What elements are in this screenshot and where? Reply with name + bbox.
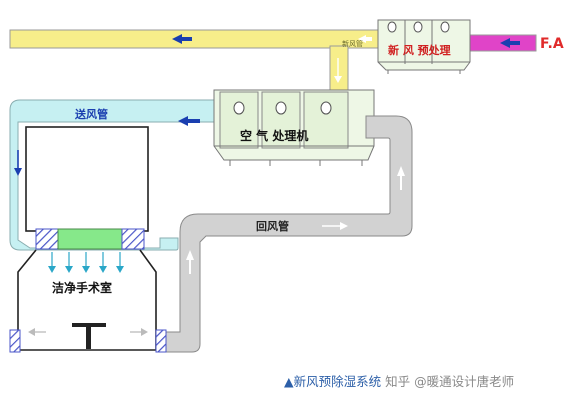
laminar-flow-arrows <box>48 252 124 273</box>
flow-arrow-up-icon <box>186 250 194 274</box>
ahu-label: 空 气 处理机 <box>240 128 308 143</box>
room-label: 洁净手术室 <box>52 280 112 295</box>
flow-arrow-left-icon <box>358 35 372 43</box>
fan-icon <box>233 101 245 115</box>
flow-arrow-down-icon <box>65 266 73 273</box>
return-grille <box>155 329 167 353</box>
supply-duct-label: 送风管 <box>74 107 108 121</box>
supply-plenum <box>14 126 149 232</box>
flow-arrow-down-icon <box>99 266 107 273</box>
fan-icon <box>413 21 423 33</box>
hepa-filter <box>35 228 145 250</box>
supply-air-duct <box>9 99 223 251</box>
operating-table-icon <box>72 323 106 327</box>
flow-arrow-left-icon <box>172 34 192 44</box>
caption: ▲新风预除湿系统 知乎 @暖通设计唐老师 <box>284 371 514 390</box>
clean-operating-room <box>9 249 167 353</box>
flow-arrow-down-icon <box>116 266 124 273</box>
fan-icon <box>275 101 287 115</box>
fresh-air-duct <box>9 29 381 95</box>
fresh-pipe-label: 新风管 <box>342 39 363 48</box>
flow-arrow-down-icon <box>334 76 342 83</box>
flow-arrow-left-icon <box>178 116 200 126</box>
fresh-air-pretreatment-unit <box>377 19 471 74</box>
fresh-unit-label: 新 风 预处理 <box>388 43 451 57</box>
caption-title: 新风预除湿系统 <box>293 374 382 389</box>
flow-arrow-up-icon <box>397 166 405 190</box>
fan-icon <box>320 101 332 115</box>
outdoor-air-inlet <box>465 34 537 52</box>
flow-arrow-down-icon <box>48 266 56 273</box>
return-grille <box>9 329 21 353</box>
flow-arrow-down-icon <box>82 266 90 273</box>
fa-label: F.A <box>540 36 564 52</box>
flow-arrow-right-icon <box>141 328 148 336</box>
caption-marker: ▲ <box>284 374 294 389</box>
fan-icon <box>387 21 397 33</box>
flow-arrow-left-icon <box>500 38 520 48</box>
return-duct-label: 回风管 <box>256 219 289 233</box>
flow-arrow-down-icon <box>14 168 22 176</box>
caption-source: 知乎 @暖通设计唐老师 <box>385 374 515 389</box>
air-handling-unit <box>213 89 375 166</box>
fan-icon <box>440 21 450 33</box>
flow-arrow-right-icon <box>340 222 348 230</box>
flow-arrow-left-icon <box>28 328 35 336</box>
